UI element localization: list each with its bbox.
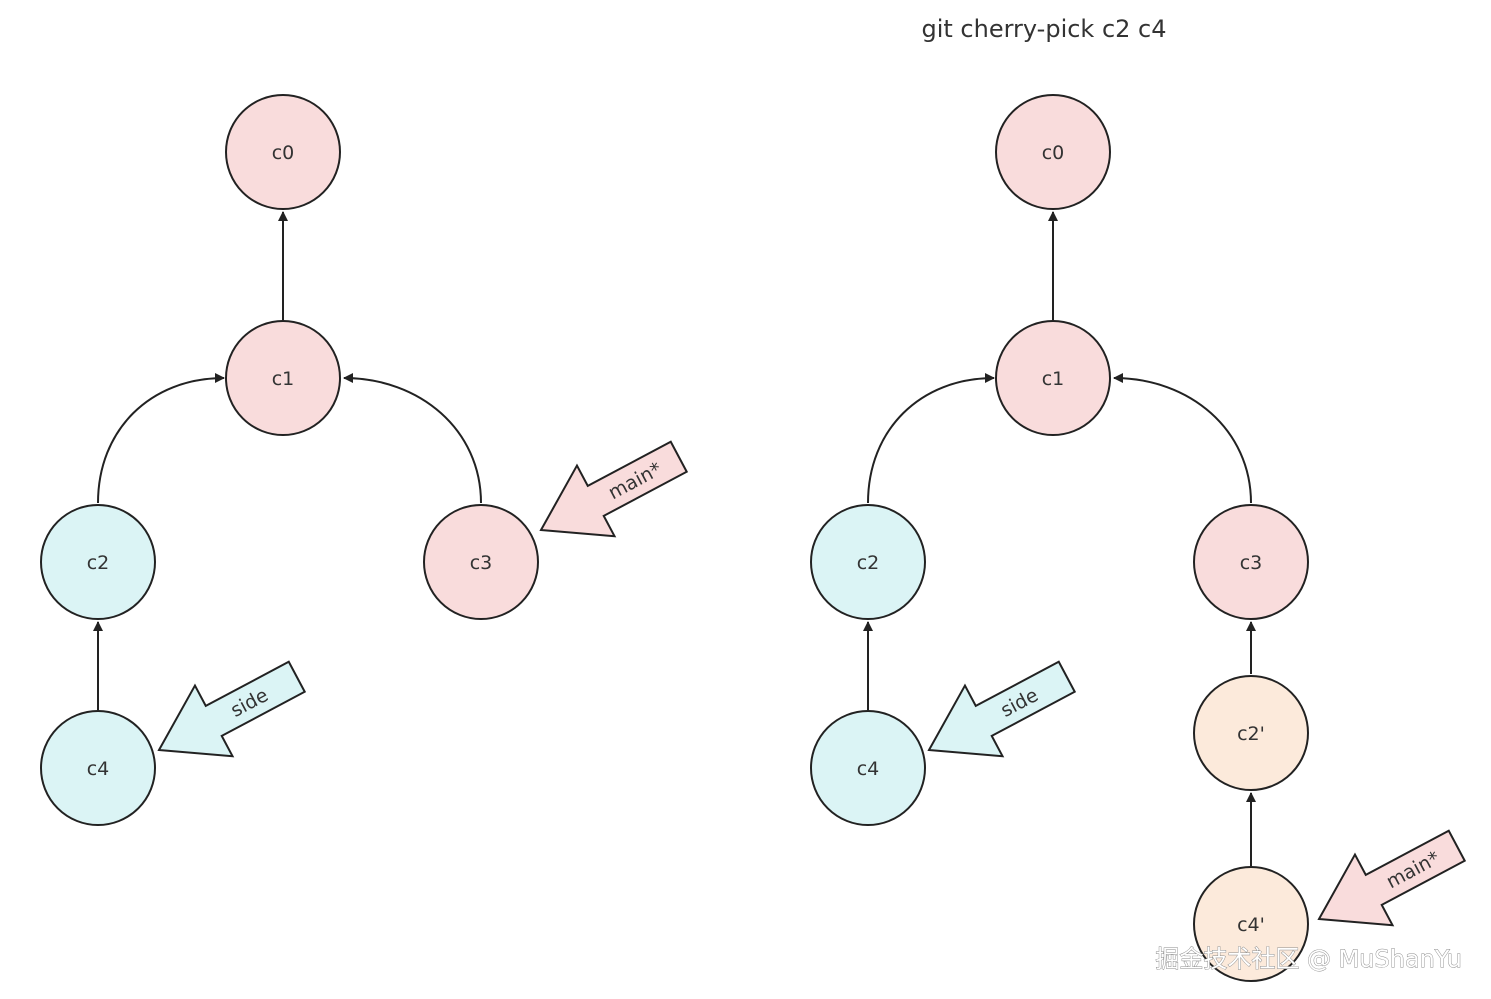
commit-node-c2-prime: c2': [1193, 675, 1309, 791]
before-diagram: c0 c1 c2 c3 c4 main* side: [40, 94, 689, 826]
branch-pointer-main: main*: [539, 440, 689, 538]
commit-label: c3: [1240, 552, 1263, 574]
commit-node-c1: c1: [995, 320, 1111, 436]
watermark: 掘金技术社区 @ MuShanYu: [1155, 945, 1462, 973]
commit-node-c2: c2: [40, 504, 156, 620]
commit-node-c0: c0: [995, 94, 1111, 210]
commit-node-c4: c4: [40, 710, 156, 826]
commit-node-c1: c1: [225, 320, 341, 436]
commit-node-c0: c0: [225, 94, 341, 210]
edge-c2-to-c1: [97, 373, 225, 504]
edge-c3-to-c1: [1113, 373, 1252, 504]
commit-node-c3: c3: [1193, 504, 1309, 620]
commit-node-c4-prime: c4': [1193, 866, 1309, 982]
branch-pointer-side: side: [157, 660, 307, 758]
commit-label: c2: [857, 552, 880, 574]
branch-pointer-main: main*: [1317, 829, 1467, 927]
commit-node-c2: c2: [810, 504, 926, 620]
commit-label: c4': [1237, 914, 1265, 936]
commit-label: c1: [272, 368, 295, 390]
commit-label: c4: [87, 758, 110, 780]
commit-label: c0: [1042, 142, 1065, 164]
commit-label: c0: [272, 142, 295, 164]
branch-pointer-side: side: [927, 660, 1077, 758]
commit-label: c2: [87, 552, 110, 574]
edge-c3-to-c1: [343, 373, 482, 504]
edge-c2-to-c1: [867, 373, 995, 504]
commit-node-c4: c4: [810, 710, 926, 826]
after-diagram: c0 c1 c2 c3 c4 c2' c4' side: [810, 94, 1467, 982]
commit-label: c1: [1042, 368, 1065, 390]
commit-label: c2': [1237, 723, 1265, 745]
commit-label: c4: [857, 758, 880, 780]
diagram-title: git cherry-pick c2 c4: [921, 15, 1166, 43]
commit-node-c3: c3: [423, 504, 539, 620]
commit-label: c3: [470, 552, 493, 574]
